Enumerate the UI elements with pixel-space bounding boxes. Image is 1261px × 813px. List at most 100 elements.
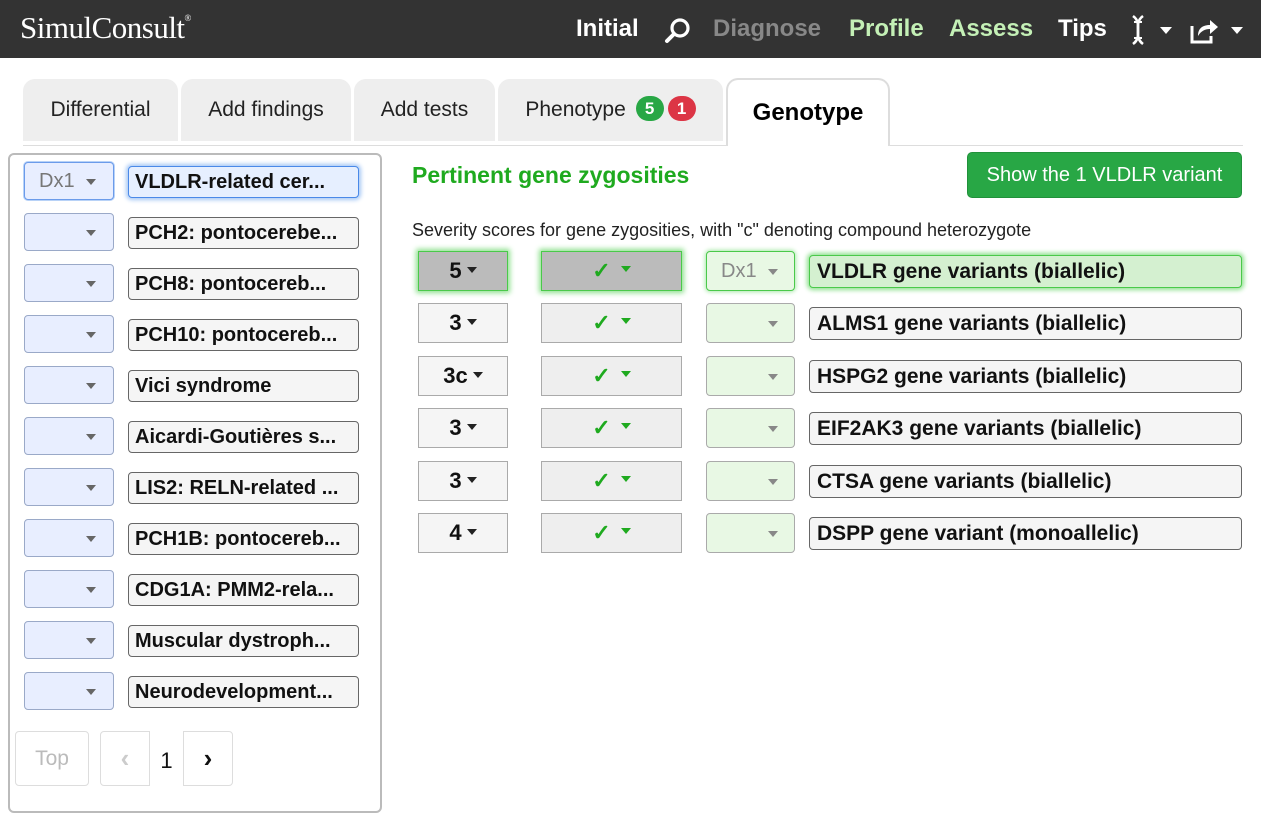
dx-dropdown[interactable] [24, 213, 114, 251]
caret-down-icon [620, 371, 631, 378]
gene-label[interactable]: ALMS1 gene variants (biallelic) [809, 307, 1242, 340]
pertinence-dropdown[interactable]: ✓ [541, 408, 682, 448]
top-button[interactable]: Top [15, 731, 89, 786]
severity-dropdown[interactable]: 5 [418, 251, 508, 291]
gene-label[interactable]: EIF2AK3 gene variants (biallelic) [809, 412, 1242, 445]
phenotype-alert-badge: 1 [667, 95, 696, 121]
dx-dropdown[interactable] [24, 264, 114, 302]
caret-down-icon [86, 638, 96, 644]
caret-down-icon [86, 332, 96, 338]
gene-dx-dropdown[interactable] [706, 461, 795, 501]
gene-dx-dropdown[interactable]: Dx1 [706, 251, 795, 291]
differential-item: LIS2: RELN-related ... [24, 468, 369, 506]
check-icon: ✓ [592, 415, 611, 440]
diagnosis-label[interactable]: Aicardi-Goutières s... [128, 421, 359, 453]
top-navbar: SimulConsult® Initial Diagnose Profile A… [0, 0, 1261, 58]
pertinence-dropdown[interactable]: ✓ [541, 251, 682, 291]
nav-profile[interactable]: Profile [849, 15, 924, 42]
differential-item: PCH8: pontocereb... [24, 264, 369, 302]
dx-dropdown[interactable] [24, 315, 114, 353]
caret-down-icon [466, 319, 477, 326]
diagnosis-label[interactable]: Vici syndrome [128, 370, 359, 402]
prev-page-button[interactable]: ‹ [100, 731, 150, 786]
tab-add-tests[interactable]: Add tests [354, 79, 495, 141]
caret-down-icon [466, 477, 477, 484]
pertinence-dropdown[interactable]: ✓ [541, 513, 682, 553]
caret-down-icon [86, 434, 96, 440]
dx-dropdown[interactable] [24, 417, 114, 455]
severity-dropdown[interactable]: 3 [418, 461, 508, 501]
pertinence-dropdown[interactable]: ✓ [541, 303, 682, 343]
check-icon: ✓ [592, 363, 611, 388]
dx-dropdown[interactable] [24, 621, 114, 659]
nav-initial[interactable]: Initial [576, 15, 639, 42]
search-icon[interactable] [664, 17, 692, 52]
caret-down-icon [768, 269, 778, 275]
severity-dropdown[interactable]: 3c [418, 356, 508, 396]
severity-dropdown[interactable]: 3 [418, 408, 508, 448]
tab-genotype[interactable]: Genotype [726, 78, 890, 146]
tab-differential[interactable]: Differential [23, 79, 178, 141]
gene-row: 3 ✓ EIF2AK3 gene variants (biallelic) [418, 408, 1243, 448]
gene-dx-dropdown[interactable] [706, 356, 795, 396]
differential-item: Muscular dystroph... [24, 621, 369, 659]
gene-dx-dropdown[interactable] [706, 513, 795, 553]
diagnosis-label[interactable]: PCH1B: pontocereb... [128, 523, 359, 555]
caret-down-icon [86, 689, 96, 695]
gene-label[interactable]: DSPP gene variant (monoallelic) [809, 517, 1242, 550]
brand-logo[interactable]: SimulConsult® [20, 10, 191, 45]
diagnosis-label[interactable]: PCH10: pontocereb... [128, 319, 359, 351]
gene-row: 3c ✓ HSPG2 gene variants (biallelic) [418, 356, 1243, 396]
caret-down-icon [86, 383, 96, 389]
dx-dropdown[interactable]: Dx1 [24, 162, 114, 200]
check-icon: ✓ [592, 468, 611, 493]
phenotype-count-badge: 5 [635, 95, 664, 121]
show-variant-button[interactable]: Show the 1 VLDLR variant [967, 152, 1242, 198]
dx-dropdown[interactable] [24, 672, 114, 710]
diagnosis-label[interactable]: PCH8: pontocereb... [128, 268, 359, 300]
diagnosis-label[interactable]: VLDLR-related cer... [128, 166, 359, 198]
diagnosis-label[interactable]: Neurodevelopment... [128, 676, 359, 708]
gene-label[interactable]: HSPG2 gene variants (biallelic) [809, 360, 1242, 393]
severity-dropdown[interactable]: 4 [418, 513, 508, 553]
dx-dropdown[interactable] [24, 468, 114, 506]
differential-item: Dx1 VLDLR-related cer... [24, 162, 369, 200]
nav-assess[interactable]: Assess [949, 15, 1034, 42]
nav-tips[interactable]: Tips [1058, 15, 1107, 42]
gene-label[interactable]: VLDLR gene variants (biallelic) [809, 255, 1242, 288]
gene-row: 3 ✓ ALMS1 gene variants (biallelic) [418, 303, 1243, 343]
diagnosis-label[interactable]: CDG1A: PMM2-rela... [128, 574, 359, 606]
next-page-button[interactable]: › [183, 731, 233, 786]
severity-caption: Severity scores for gene zygosities, wit… [412, 220, 1032, 240]
diagnosis-label[interactable]: LIS2: RELN-related ... [128, 472, 359, 504]
gene-dx-dropdown[interactable] [706, 303, 795, 343]
dx-dropdown[interactable] [24, 519, 114, 557]
pertinence-dropdown[interactable]: ✓ [541, 461, 682, 501]
dx-dropdown[interactable] [24, 366, 114, 404]
tab-phenotype-label: Phenotype [525, 98, 626, 121]
share-menu[interactable] [1189, 16, 1243, 45]
severity-dropdown[interactable]: 3 [418, 303, 508, 343]
gene-dx-dropdown[interactable] [706, 408, 795, 448]
dna-menu[interactable] [1128, 14, 1172, 46]
caret-down-icon [768, 426, 778, 432]
differential-item: Aicardi-Goutières s... [24, 417, 369, 455]
differential-item: PCH2: pontocerebe... [24, 213, 369, 251]
caret-down-icon [768, 374, 778, 380]
caret-down-icon [466, 529, 477, 536]
differential-item: PCH10: pontocereb... [24, 315, 369, 353]
dx-dropdown[interactable] [24, 570, 114, 608]
tab-add-findings[interactable]: Add findings [181, 79, 351, 141]
caret-down-icon [620, 423, 631, 430]
caret-down-icon [466, 267, 477, 274]
caret-down-icon [86, 179, 96, 185]
caret-down-icon [466, 424, 477, 431]
caret-down-icon [472, 372, 483, 379]
diagnosis-label[interactable]: Muscular dystroph... [128, 625, 359, 657]
pertinence-dropdown[interactable]: ✓ [541, 356, 682, 396]
gene-label[interactable]: CTSA gene variants (biallelic) [809, 465, 1242, 498]
diagnosis-label[interactable]: PCH2: pontocerebe... [128, 217, 359, 249]
caret-down-icon [620, 476, 631, 483]
share-icon [1189, 16, 1226, 44]
